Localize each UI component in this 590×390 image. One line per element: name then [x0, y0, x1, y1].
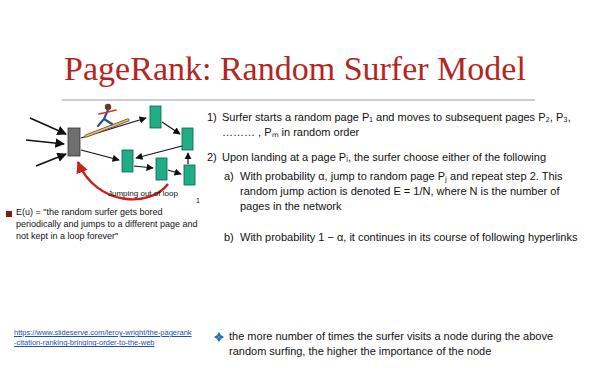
jump-label: Jumping out of loop	[108, 189, 192, 200]
list-item: With probability α, jump to random page …	[240, 169, 585, 214]
list-number: 1)	[207, 110, 223, 125]
note-text: the more number of times the surfer visi…	[229, 329, 584, 359]
square-bullet	[6, 211, 12, 217]
list-item: Upon landing at a page Pᵢ, the surfer ch…	[222, 150, 582, 165]
source-link: https://www.slideserve.com/leroy-wright/…	[14, 328, 194, 348]
slide-title: PageRank: Random Surfer Model	[0, 46, 590, 92]
list-number: 2)	[207, 150, 223, 165]
list-item: With probability 1 − α, it continues in …	[240, 230, 585, 245]
list-letter: a)	[224, 169, 240, 184]
diamond-bullet	[214, 332, 224, 342]
surfer-graph	[26, 104, 195, 200]
title-rule	[62, 100, 535, 101]
footnote-number: 1	[196, 196, 204, 205]
definition-text: E(u) = "the random surfer gets bored per…	[16, 206, 202, 242]
list-item: Surfer starts a random page P₁ and moves…	[222, 110, 582, 140]
list-letter: b)	[224, 230, 240, 245]
surfer-figure	[86, 104, 128, 136]
